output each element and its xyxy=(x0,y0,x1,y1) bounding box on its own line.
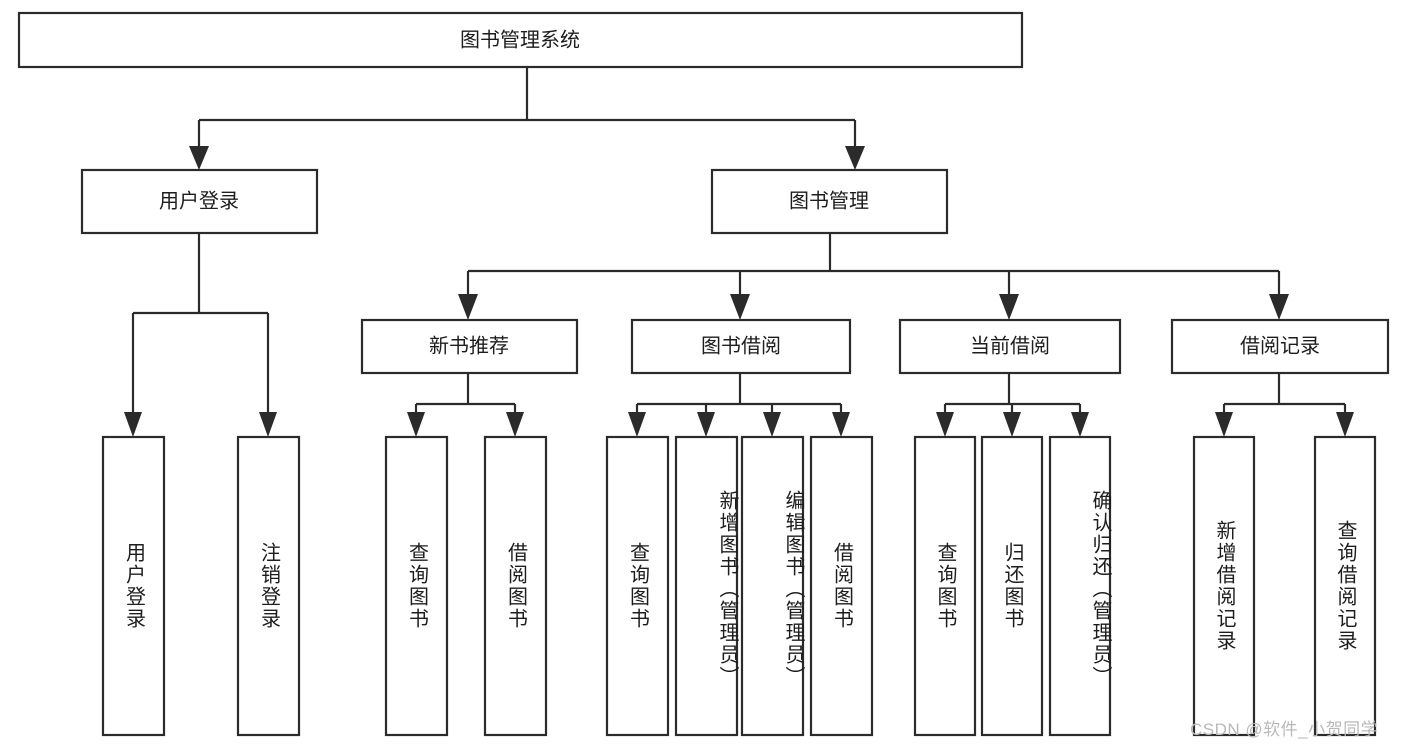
node-book-borrow[interactable]: 图书借阅 xyxy=(630,318,852,375)
leaf-confirm-return-box[interactable] xyxy=(1048,435,1112,737)
leaf-add-record-box[interactable] xyxy=(1192,435,1256,737)
node-new-book-rec[interactable]: 新书推荐 xyxy=(360,318,579,375)
arrow-to-leaf-borrow-book-1 xyxy=(506,412,524,437)
node-book-borrow-label: 图书借阅 xyxy=(701,334,781,357)
node-root[interactable]: 图书管理系统 xyxy=(17,11,1024,69)
node-book-manage[interactable]: 图书管理 xyxy=(710,168,949,235)
node-borrow-record-label: 借阅记录 xyxy=(1240,334,1320,357)
arrow-to-leaf-query-book-1 xyxy=(407,412,425,437)
leaf-edit-book-box[interactable] xyxy=(740,435,805,737)
leaf-borrow-book-1-box[interactable] xyxy=(483,435,548,737)
leaf-logout-box[interactable] xyxy=(236,435,301,737)
edges-layer xyxy=(124,67,1354,437)
arrow-to-leaf-edit-book xyxy=(763,412,781,437)
leaf-add-book-box[interactable] xyxy=(674,435,739,737)
arrow-to-leaf-borrow-book-2 xyxy=(832,412,850,437)
node-book-manage-box[interactable] xyxy=(710,168,949,235)
leaf-boxes-layer xyxy=(101,435,1377,737)
leaf-return-book-box[interactable] xyxy=(980,435,1044,737)
node-user-login[interactable]: 用户登录 xyxy=(80,168,319,235)
arrow-to-leaf-logout xyxy=(259,412,277,437)
arrow-to-borrow-record xyxy=(1269,294,1289,320)
arrow-to-leaf-query-book-3 xyxy=(936,412,954,437)
arrow-to-book-manage xyxy=(845,146,865,170)
leaf-query-book-1-box[interactable] xyxy=(384,435,449,737)
arrow-to-leaf-add-book xyxy=(697,412,715,437)
leaf-borrow-book-2-box[interactable] xyxy=(809,435,874,737)
node-current-borrow-label: 当前借阅 xyxy=(970,334,1050,357)
node-current-borrow[interactable]: 当前借阅 xyxy=(898,318,1122,375)
node-new-book-rec-box[interactable] xyxy=(360,318,579,375)
node-user-login-box[interactable] xyxy=(80,168,319,235)
arrow-to-book-borrow xyxy=(730,294,750,320)
arrow-to-leaf-add-record xyxy=(1215,412,1233,437)
arrow-to-current-borrow xyxy=(999,294,1019,320)
node-book-manage-label: 图书管理 xyxy=(789,189,869,212)
node-borrow-record[interactable]: 借阅记录 xyxy=(1170,318,1390,375)
leaf-user-login-box[interactable] xyxy=(101,435,166,737)
node-user-login-label: 用户登录 xyxy=(159,189,239,212)
watermark-text: CSDN @软件_小贺同学 xyxy=(1190,720,1379,739)
node-book-borrow-box[interactable] xyxy=(630,318,852,375)
node-new-book-rec-label: 新书推荐 xyxy=(429,334,509,357)
leaf-query-book-2-box[interactable] xyxy=(605,435,670,737)
node-borrow-record-box[interactable] xyxy=(1170,318,1390,375)
arrow-to-leaf-return-book xyxy=(1003,412,1021,437)
arrow-to-leaf-query-book-2 xyxy=(628,412,646,437)
leaf-query-record-box[interactable] xyxy=(1313,435,1377,737)
node-root-label: 图书管理系统 xyxy=(460,28,580,51)
arrow-to-new-book-rec xyxy=(458,294,478,320)
arrow-to-leaf-user-login xyxy=(124,412,142,437)
arrow-to-leaf-query-record xyxy=(1336,412,1354,437)
arrow-to-leaf-confirm-return xyxy=(1071,412,1089,437)
leaf-query-book-3-box[interactable] xyxy=(913,435,977,737)
arrow-to-user-login xyxy=(189,146,209,170)
node-current-borrow-box[interactable] xyxy=(898,318,1122,375)
node-root-box[interactable] xyxy=(17,11,1024,69)
